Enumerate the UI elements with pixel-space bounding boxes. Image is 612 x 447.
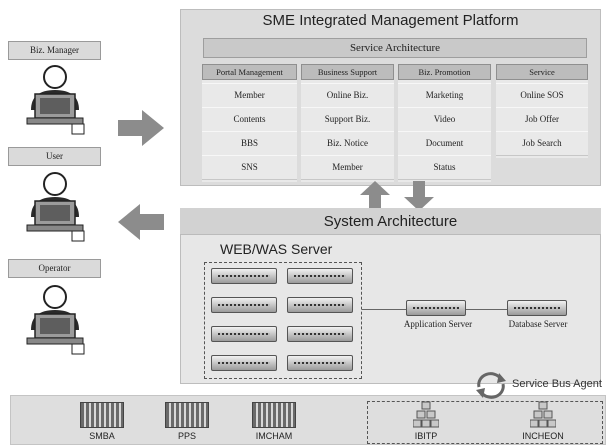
role-user: User [8,147,101,166]
service-architecture-bar: Service Architecture [203,38,587,58]
server-icon [287,297,353,313]
agent-group [367,401,603,444]
database-server-label: Database Server [508,319,568,329]
list-item: Document [398,131,491,156]
database-server-icon [507,300,567,316]
building-icon [165,402,209,428]
server-icon [211,268,277,284]
list-item: SNS [202,155,297,180]
agent-label-ibitp: IBITP [414,431,438,441]
platform-title: SME Integrated Management Platform [262,12,519,29]
role-operator: Operator [8,259,101,278]
server-icon [287,355,353,371]
list-item: Support Biz. [301,107,394,132]
network-icon [413,401,439,428]
column-biz-promotion: Biz. Promotion Marketing Video Document … [398,64,491,182]
column-service: Service Online SOS Job Offer Job Search [496,64,588,158]
application-server-label: Application Server [403,319,473,329]
manager-person-icon [26,65,85,135]
application-server-icon [406,300,466,316]
list-item: Member [301,155,394,180]
org-label-smba: SMBA [89,431,115,441]
agent-label-incheon: INCHEON [522,431,564,441]
user-person-icon [26,172,85,242]
column-header: Service [496,64,588,80]
list-item: Video [398,107,491,132]
list-item: Online Biz. [301,83,394,108]
network-icon [530,401,556,428]
system-architecture-panel [180,208,601,384]
web-was-title: WEB/WAS Server [220,241,333,257]
list-item: Online SOS [496,83,588,108]
column-business-support: Business Support Online Biz. Support Biz… [301,64,394,182]
building-icon [80,402,124,428]
up-arrow-icon [360,181,390,211]
down-arrow-icon [404,181,434,211]
list-item: Biz. Notice [301,131,394,156]
building-icon [252,402,296,428]
org-label-pps: PPS [177,431,196,441]
column-header: Biz. Promotion [398,64,491,80]
server-icon [211,297,277,313]
column-header: Portal Management [202,64,297,80]
web-was-server-group [204,262,362,379]
list-item: Status [398,155,491,180]
list-item: Job Offer [496,107,588,132]
server-icon [287,326,353,342]
column-portal-management: Portal Management Member Contents BBS SN… [202,64,297,182]
server-icon [287,268,353,284]
service-bus-label: Service Bus Agent [512,378,602,390]
right-arrow-icon [118,110,164,146]
list-item: Marketing [398,83,491,108]
server-icon [211,355,277,371]
operator-person-icon [26,285,85,355]
list-item: BBS [202,131,297,156]
column-header: Business Support [301,64,394,80]
role-biz-manager: Biz. Manager [8,41,101,60]
list-item: Job Search [496,131,588,156]
list-item: Member [202,83,297,108]
list-item: Contents [202,107,297,132]
system-architecture-title-bar: System Architecture [180,208,601,235]
left-arrow-icon [118,204,164,240]
org-label-imcham: IMCHAM [255,431,293,441]
sync-icon [476,372,506,399]
server-icon [211,326,277,342]
